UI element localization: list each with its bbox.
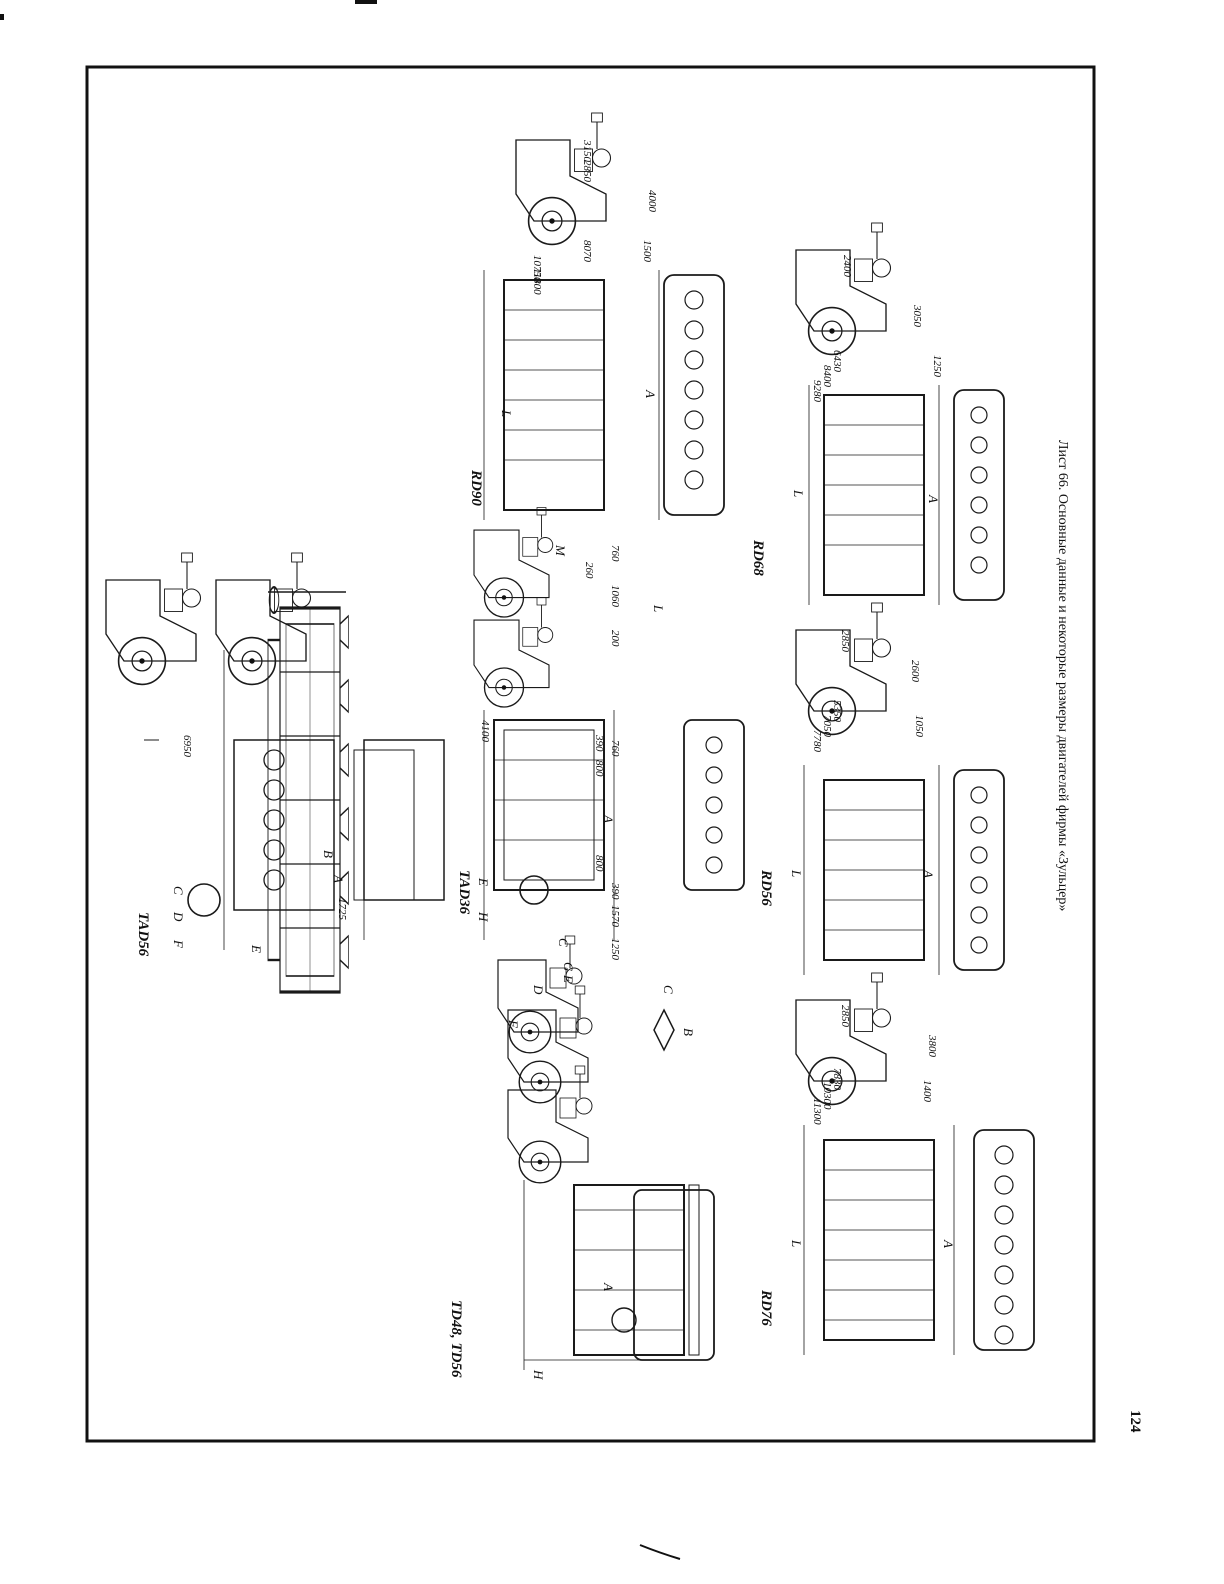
scan-mark <box>355 0 377 4</box>
label-rd76: RD76 <box>758 1289 774 1326</box>
engine-rd56: RD56 L A 2850 2600 1050 5350 7050 7780 <box>758 602 1005 975</box>
dim-letter-g: G <box>561 962 576 972</box>
label-rd68: RD68 <box>750 539 766 576</box>
dim-800-b: 800 <box>593 760 605 777</box>
dim-letter-c: C <box>556 938 571 947</box>
label-rd90: RD90 <box>468 469 484 506</box>
dim-260: 260 <box>583 562 595 579</box>
dim-letter-d: D <box>171 911 186 922</box>
dim-760: 760 <box>609 545 621 562</box>
dim-letter-e: E <box>476 877 491 886</box>
dim-1400: 1400 <box>921 1080 933 1103</box>
dim-11800: 11800 <box>531 268 543 295</box>
dim-4000: 4000 <box>646 190 658 213</box>
dim-11300: 11300 <box>811 1098 823 1125</box>
dim-letter-l: L <box>791 489 806 497</box>
dim-letter-a: A <box>331 874 346 883</box>
dim-3150: 3150 <box>581 139 593 163</box>
dim-letter-c: C <box>661 985 676 994</box>
dim-8400: 8400 <box>821 365 833 388</box>
engine-rd90: RD90 L A M L 3150 2850 4000 1500 8070 10… <box>468 112 725 708</box>
dim-800: 800 <box>593 855 605 872</box>
dim-letter-a: A <box>601 1282 616 1291</box>
dim-letter-d: D <box>531 984 546 995</box>
dim-5350: 5350 <box>831 700 843 723</box>
dim-1250: 1250 <box>609 938 621 961</box>
dim-10750: 10750 <box>531 255 543 283</box>
dim-letter-a: A <box>921 869 936 878</box>
label-tad56: TAD56 <box>135 912 151 957</box>
dim-4100: 4100 <box>479 720 491 743</box>
figure-caption: Лист 66. Основные данные и некоторые раз… <box>1055 440 1070 911</box>
dim-letter-a: A <box>643 389 658 398</box>
label-rd56: RD56 <box>758 869 774 906</box>
dim-letter-h: H <box>476 911 491 922</box>
dim-letter-b: B <box>681 1028 696 1036</box>
dim-1725: 1725 <box>336 898 348 921</box>
dim-letter-f: F <box>171 939 186 949</box>
dim-7830: 7830 <box>831 1068 843 1091</box>
dim-letter-m: M <box>553 544 568 557</box>
dim-letter-a: A <box>926 494 941 503</box>
dim-9280: 9280 <box>811 380 823 403</box>
rotated-content: TAD56 C D F E B A 6950 1725 TAD3 <box>105 112 1143 1433</box>
engine-tad36: TAD36 E H C A 4100 1570 1250 390 390 800… <box>456 710 745 1054</box>
engine-rd68: RD68 L A 2400 3050 1250 6430 8400 9280 <box>750 222 1005 605</box>
dim-letter-c: C <box>171 886 186 895</box>
dim-6950: 6950 <box>181 735 193 758</box>
dim-1050: 1050 <box>913 715 925 738</box>
engine-rd76: RD76 L A 2850 3800 1400 7830 10300 11300 <box>758 972 1035 1355</box>
dim-letter-h: H <box>531 1369 546 1380</box>
engine-td48: TD48, TD56 A H F D G E C B <box>448 962 715 1380</box>
drawing-frame <box>85 65 1096 1443</box>
dim-letter-b: B <box>321 850 336 858</box>
dim-letter-l: L <box>789 1239 804 1247</box>
dim-letter-l: L <box>499 409 514 417</box>
dim-10300: 10300 <box>821 1082 833 1110</box>
dim-390-b: 390 <box>593 734 605 752</box>
dim-2850: 2850 <box>839 1005 851 1028</box>
dim-1060: 1060 <box>609 585 621 608</box>
dim-letter-f: F <box>506 1019 521 1029</box>
dim-2850: 2850 <box>581 160 593 183</box>
dim-7050: 7050 <box>821 715 833 738</box>
page-number: 124 <box>1127 1410 1143 1433</box>
dim-letter-e: E <box>561 974 576 983</box>
dim-3800: 3800 <box>926 1034 938 1058</box>
dim-letter-l: L <box>789 869 804 877</box>
dim-letter-a: A <box>601 814 616 823</box>
dim-2850: 2850 <box>839 630 851 653</box>
dim-390: 390 <box>609 882 621 900</box>
dim-3050: 3050 <box>911 304 923 328</box>
dim-letter-e: E <box>249 944 264 953</box>
dim-1570: 1570 <box>609 905 621 928</box>
scan-mark <box>0 14 4 20</box>
dim-letter-l-2: L <box>651 604 666 612</box>
dim-760: 760 <box>609 740 621 757</box>
scan-mark <box>639 1544 681 1560</box>
dim-1250: 1250 <box>931 355 943 378</box>
dim-6430: 6430 <box>831 350 843 373</box>
dim-2400: 2400 <box>841 255 853 278</box>
engine-tad56: TAD56 C D F E B A 6950 1725 <box>105 552 445 994</box>
dim-8070: 8070 <box>581 240 593 263</box>
dim-200: 200 <box>609 630 621 647</box>
label-td48: TD48, TD56 <box>448 1300 464 1378</box>
dim-1500: 1500 <box>641 240 653 263</box>
dim-letter-a: A <box>941 1239 956 1248</box>
dim-2600: 2600 <box>909 660 921 683</box>
dim-7780: 7780 <box>811 730 823 753</box>
label-tad36: TAD36 <box>456 870 472 915</box>
